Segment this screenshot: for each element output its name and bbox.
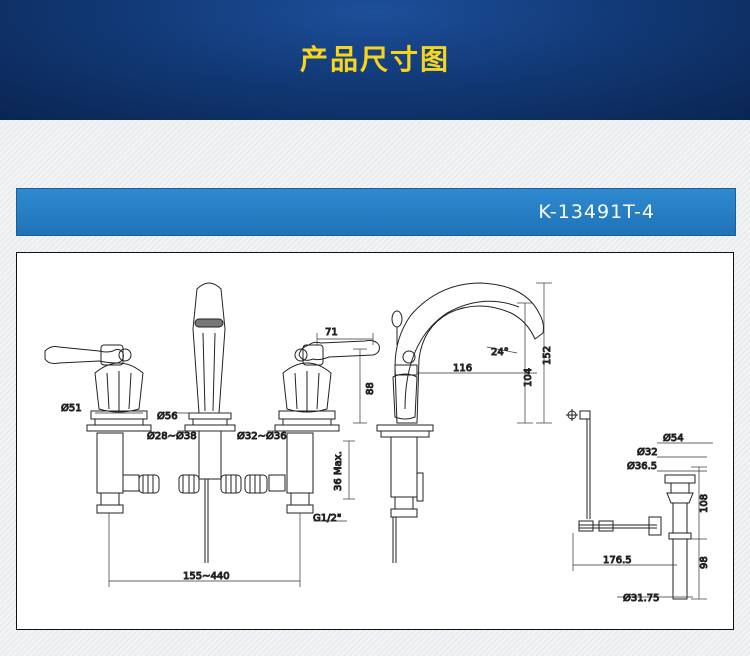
dim-label-reach: 116 xyxy=(453,363,472,374)
dim-label-d56: Ø56 xyxy=(157,410,178,422)
side-view-spout xyxy=(376,282,544,563)
technical-drawing: Ø51 Ø56 Ø28~Ø38 Ø32~Ø36 71 88 36 Max. G1… xyxy=(44,282,713,605)
dim-label-d54: Ø54 xyxy=(663,432,684,444)
page-title: 产品尺寸图 xyxy=(299,43,450,76)
dim-label-h108: 108 xyxy=(699,494,710,513)
header-banner: 产品尺寸图 xyxy=(0,0,750,120)
dim-label-d51: Ø51 xyxy=(61,402,82,414)
dim-label-h104: 104 xyxy=(523,368,534,387)
dim-label-d32: Ø32 xyxy=(637,446,658,458)
right-handle-assembly xyxy=(244,340,380,514)
center-spout-assembly xyxy=(178,282,242,563)
dim-label-d28-38: Ø28~Ø38 xyxy=(147,430,197,442)
dim-label-d32-36: Ø32~Ø36 xyxy=(237,430,287,442)
dim-label-h152: 152 xyxy=(542,346,553,365)
dim-label-36max: 36 Max. xyxy=(333,451,344,491)
dim-label-h98: 98 xyxy=(699,556,710,569)
dim-label-h88: 88 xyxy=(365,382,376,395)
dim-label-span: 155~440 xyxy=(183,571,230,582)
left-handle-assembly xyxy=(44,344,160,514)
dimension-drawing-panel: Ø51 Ø56 Ø28~Ø38 Ø32~Ø36 71 88 36 Max. G1… xyxy=(16,252,734,630)
model-number: K-13491T-4 xyxy=(538,201,655,223)
dim-label-g12: G1/2" xyxy=(313,513,341,524)
dim-label-angle: 24° xyxy=(491,347,509,358)
dim-label-l176-5: 176.5 xyxy=(603,555,632,566)
dim-label-d36-5: Ø36.5 xyxy=(627,460,657,472)
dimension-lines xyxy=(95,282,713,600)
drain-assembly xyxy=(566,409,696,600)
dim-label-w71: 71 xyxy=(325,327,338,338)
model-bar: K-13491T-4 xyxy=(16,188,736,236)
dim-label-d31-75: Ø31.75 xyxy=(623,592,660,604)
